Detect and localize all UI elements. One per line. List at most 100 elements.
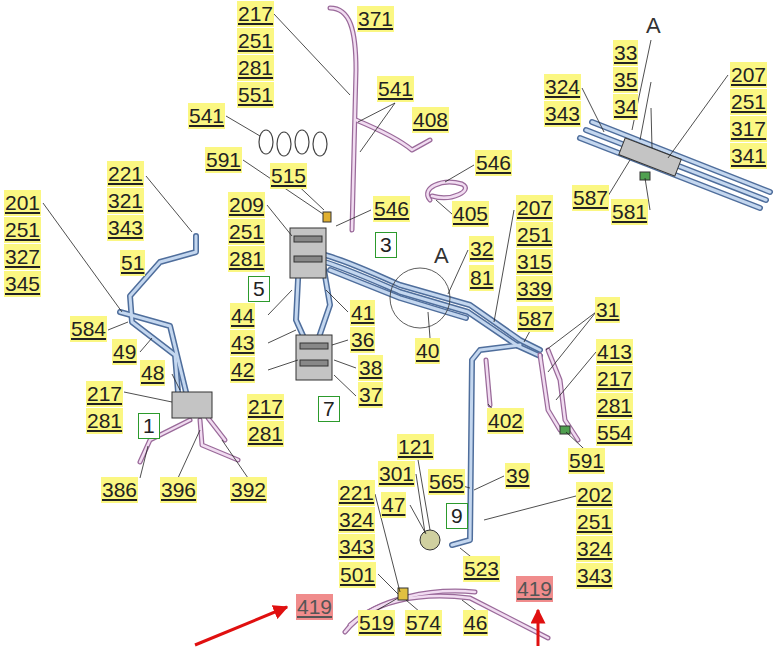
callout-number: 31 bbox=[595, 297, 620, 323]
valve-block bbox=[290, 228, 326, 278]
callout-number: 44 bbox=[230, 303, 255, 329]
callout-number: 40 bbox=[415, 338, 440, 364]
valve-detail bbox=[300, 343, 328, 349]
callout-number: 217 bbox=[247, 394, 284, 420]
assembly-number: 3 bbox=[375, 232, 397, 258]
callout-number: 581 bbox=[611, 199, 648, 225]
callout-number: 413 bbox=[596, 339, 633, 365]
callout-number: 591 bbox=[568, 448, 605, 474]
callout-number: 43 bbox=[230, 330, 255, 356]
callout-number: 324 bbox=[576, 536, 613, 562]
valve-detail bbox=[294, 256, 322, 262]
callout-number: 251 bbox=[730, 89, 767, 115]
callout-number: 281 bbox=[86, 408, 123, 434]
seal-rings bbox=[259, 130, 327, 156]
callout-number: 217 bbox=[86, 381, 123, 407]
callout-number: 321 bbox=[107, 188, 144, 214]
callout-number: 32 bbox=[469, 236, 494, 262]
callout-number: 541 bbox=[377, 76, 414, 102]
assembly-number: 5 bbox=[248, 276, 270, 302]
callout-number: 41 bbox=[350, 300, 375, 326]
highlighted-part-number: 419 bbox=[296, 594, 333, 620]
pointer-arrow bbox=[537, 610, 540, 646]
callout-number: 515 bbox=[270, 163, 307, 189]
callout-number: 405 bbox=[452, 201, 489, 227]
hose-outline bbox=[140, 8, 578, 638]
callout-number: 587 bbox=[572, 185, 609, 211]
callout-number: 343 bbox=[544, 101, 581, 127]
callout-number: 251 bbox=[237, 28, 274, 54]
valve-detail bbox=[300, 360, 328, 366]
callout-number: 251 bbox=[228, 219, 265, 245]
callout-number: 251 bbox=[4, 217, 41, 243]
callout-number: 315 bbox=[516, 249, 553, 275]
callout-number: 47 bbox=[381, 492, 406, 518]
callout-number: 541 bbox=[188, 103, 225, 129]
callout-number: 591 bbox=[205, 147, 242, 173]
callout-number: 207 bbox=[516, 195, 553, 221]
fitting bbox=[323, 212, 331, 222]
callout-number: 324 bbox=[544, 74, 581, 100]
callout-number: 201 bbox=[4, 190, 41, 216]
callout-number: 343 bbox=[338, 534, 375, 560]
seal-ring bbox=[277, 132, 291, 156]
callout-number: 281 bbox=[237, 55, 274, 81]
pipe-outline bbox=[120, 122, 770, 545]
callout-number: 207 bbox=[730, 62, 767, 88]
callout-number: 37 bbox=[358, 382, 383, 408]
callout-number: 343 bbox=[576, 563, 613, 589]
callout-number: 345 bbox=[4, 271, 41, 297]
callout-number: 371 bbox=[357, 6, 394, 32]
callout-number: 396 bbox=[160, 477, 197, 503]
valve-block bbox=[172, 392, 212, 418]
callout-number: 42 bbox=[230, 357, 255, 383]
callout-number: 343 bbox=[107, 215, 144, 241]
detail-circle bbox=[390, 268, 450, 328]
hose-lines bbox=[140, 8, 578, 638]
assembly-number: 9 bbox=[446, 503, 468, 529]
callout-number: 81 bbox=[469, 265, 494, 291]
detail-letter: A bbox=[433, 243, 450, 269]
pump bbox=[420, 530, 440, 550]
callout-number: 221 bbox=[338, 480, 375, 506]
callout-number: 221 bbox=[107, 161, 144, 187]
callout-number: 408 bbox=[412, 107, 449, 133]
fitting bbox=[560, 426, 570, 434]
callout-number: 565 bbox=[428, 469, 465, 495]
callout-number: 501 bbox=[339, 562, 376, 588]
assembly-number: 7 bbox=[318, 396, 340, 422]
callout-number: 51 bbox=[120, 250, 145, 276]
pointer-arrow bbox=[195, 607, 287, 645]
valve-block bbox=[296, 335, 332, 380]
callout-number: 341 bbox=[730, 143, 767, 169]
hose-fill bbox=[140, 8, 578, 638]
highlighted-part-number: 419 bbox=[516, 576, 553, 602]
callout-number: 587 bbox=[517, 306, 554, 332]
seal-ring bbox=[259, 130, 273, 154]
callout-number: 386 bbox=[101, 477, 138, 503]
callout-number: 217 bbox=[596, 366, 633, 392]
callout-number: 251 bbox=[576, 509, 613, 535]
callout-number: 546 bbox=[373, 196, 410, 222]
callout-number: 402 bbox=[487, 408, 524, 434]
callout-number: 202 bbox=[576, 482, 613, 508]
callout-number: 301 bbox=[378, 461, 415, 487]
callout-number: 251 bbox=[516, 222, 553, 248]
callout-number: 281 bbox=[596, 393, 633, 419]
callout-number: 281 bbox=[228, 246, 265, 272]
pipe-fill bbox=[120, 122, 770, 545]
callout-number: 574 bbox=[405, 610, 442, 636]
callout-number: 392 bbox=[230, 477, 267, 503]
seal-ring bbox=[295, 130, 309, 154]
seal-ring bbox=[313, 132, 327, 156]
assembly-number: 1 bbox=[138, 413, 160, 439]
callout-number: 35 bbox=[613, 67, 638, 93]
callout-number: 551 bbox=[237, 82, 274, 108]
callout-number: 554 bbox=[596, 420, 633, 446]
callout-number: 327 bbox=[4, 244, 41, 270]
red-arrows bbox=[195, 607, 538, 646]
callout-number: 217 bbox=[237, 1, 274, 27]
callout-number: 317 bbox=[730, 116, 767, 142]
